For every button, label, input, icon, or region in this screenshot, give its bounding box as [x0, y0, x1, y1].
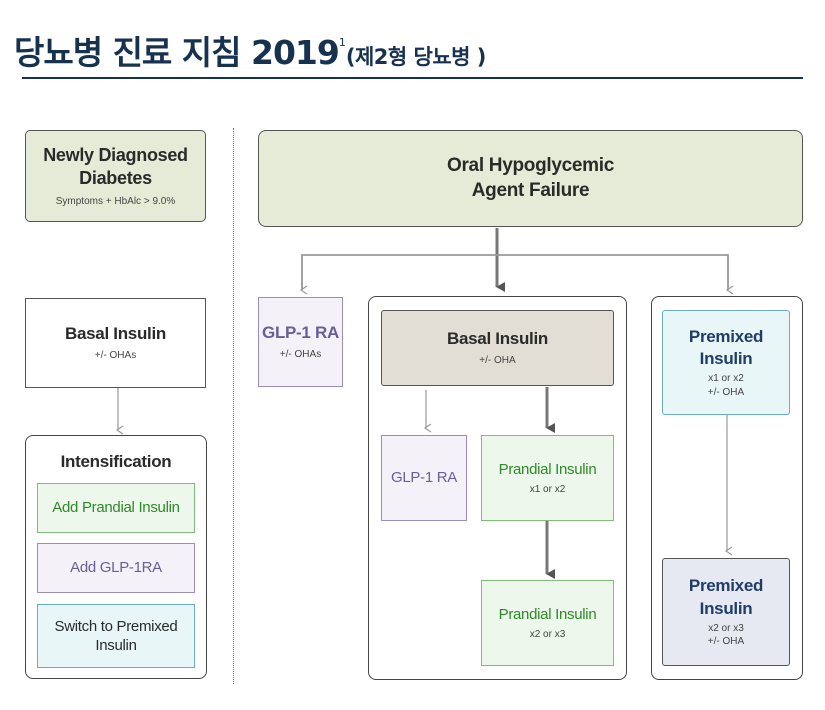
add-glp1ra-label: Add GLP-1RA — [70, 559, 162, 577]
basal-insulin-label-left: Basal Insulin — [65, 324, 166, 344]
prandial-insulin-note-1: x1 or x2 — [529, 484, 566, 495]
prandial-insulin-label-2: Prandial Insulin — [498, 605, 597, 623]
premixed-insulin-note-2b: +/- OHA — [707, 636, 745, 648]
newly-diagnosed-label: Newly Diagnosed Diabetes — [43, 144, 188, 189]
basal-insulin-label-right: Basal Insulin — [447, 329, 548, 349]
basal-insulin-box-right: Basal Insulin +/- OHA — [381, 310, 614, 386]
title-superscript: 1 — [338, 36, 346, 49]
premixed-insulin-label-2: Premixed Insulin — [688, 576, 764, 618]
page-title: 당뇨병 진료 지침 20191(제2형 당뇨병 ) — [14, 26, 486, 74]
basal-glp1-ra-box: GLP-1 RA — [381, 435, 467, 521]
intensification-title: Intensification — [60, 452, 172, 471]
add-prandial-insulin-box: Add Prandial Insulin — [37, 483, 195, 533]
column-divider — [233, 128, 234, 684]
basal-insulin-note-right: +/- OHA — [479, 355, 516, 367]
basal-insulin-note-left: +/- OHAs — [94, 350, 137, 362]
premixed-insulin-box-2: Premixed Insulin x2 or x3 +/- OHA — [662, 558, 790, 666]
basal-insulin-box-left: Basal Insulin +/- OHAs — [25, 298, 206, 388]
title-rule — [22, 77, 803, 79]
title-subtitle: (제2형 당뇨병 ) — [345, 45, 487, 69]
prandial-insulin-box-1: Prandial Insulin x1 or x2 — [481, 435, 614, 521]
premixed-insulin-note-1b: +/- OHA — [707, 386, 745, 398]
arrow-oha-branch — [301, 254, 729, 290]
oha-failure-box: Oral Hypoglycemic Agent Failure — [258, 130, 803, 227]
add-glp1ra-box: Add GLP-1RA — [37, 543, 195, 593]
premixed-insulin-label-1: Premixed Insulin — [688, 326, 764, 368]
newly-diagnosed-box: Newly Diagnosed Diabetes Symptoms + HbAl… — [25, 130, 206, 222]
premixed-frame — [651, 296, 803, 680]
glp1-ra-label: GLP-1 RA — [262, 323, 339, 343]
prandial-insulin-note-2: x2 or x3 — [529, 629, 566, 640]
prandial-insulin-box-2: Prandial Insulin x2 or x3 — [481, 580, 614, 666]
title-main: 당뇨병 진료 지침 2019 — [14, 33, 340, 72]
premixed-insulin-box-1: Premixed Insulin x1 or x2 +/- OHA — [662, 310, 790, 415]
premixed-insulin-note-1: x1 or x2 — [708, 373, 744, 385]
add-prandial-insulin-label: Add Prandial Insulin — [52, 499, 180, 517]
intensification-frame — [25, 435, 207, 679]
switch-premixed-box: Switch to Premixed Insulin — [37, 604, 195, 668]
oha-failure-label: Oral Hypoglycemic Agent Failure — [446, 154, 615, 201]
basal-insulin-frame — [368, 296, 627, 680]
premixed-insulin-note-2: x2 or x3 — [708, 622, 744, 634]
basal-glp1-ra-label: GLP-1 RA — [391, 469, 457, 487]
glp1-ra-note: +/- OHAs — [279, 349, 322, 361]
prandial-insulin-label-1: Prandial Insulin — [498, 460, 597, 478]
switch-premixed-label: Switch to Premixed Insulin — [54, 617, 178, 655]
newly-diagnosed-note: Symptoms + HbAlc > 9.0% — [55, 195, 176, 207]
glp1-ra-box: GLP-1 RA +/- OHAs — [258, 297, 343, 387]
